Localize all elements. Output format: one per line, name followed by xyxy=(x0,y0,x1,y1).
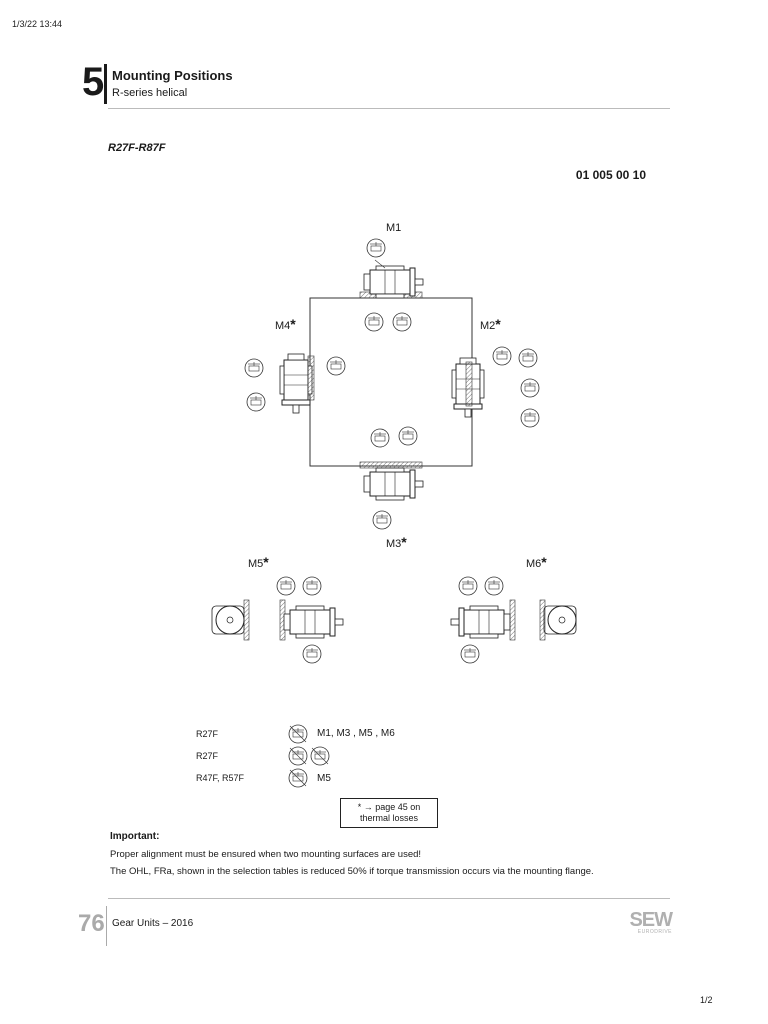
footer-divider xyxy=(108,898,670,899)
sew-logo-sub: EURODRIVE xyxy=(637,929,672,935)
page-number-bar xyxy=(106,906,107,946)
header-divider xyxy=(108,108,670,109)
page-number: 76 xyxy=(78,910,105,937)
legend-text-1: M1, M3 , M5 , M6 xyxy=(317,728,395,739)
position-label-m5: M5* xyxy=(248,554,269,570)
note-line-2: thermal losses xyxy=(359,813,419,823)
legend-model-3: R47F, R57F xyxy=(196,773,245,783)
important-heading: Important: xyxy=(110,831,160,842)
model-range: R27F-R87F xyxy=(108,142,166,154)
position-label-m4: M4* xyxy=(275,316,296,332)
legend-model-2: R27F xyxy=(196,751,219,761)
chapter-bar xyxy=(104,64,107,104)
legend-model-1: R27F xyxy=(196,729,219,739)
print-page-count: 1/2 xyxy=(700,995,713,1005)
position-label-m2: M2* xyxy=(480,316,501,332)
footer-text: Gear Units – 2016 xyxy=(112,918,194,929)
gear-m1 xyxy=(359,259,424,299)
page-title: Mounting Positions xyxy=(112,68,233,83)
note-line-1: * → page 45 on xyxy=(357,802,421,812)
legend-text-3: M5 xyxy=(317,773,331,784)
position-label-m6: M6* xyxy=(526,554,547,570)
position-label-m3: M3* xyxy=(386,534,407,550)
chapter-number: 5 xyxy=(82,60,105,104)
page-subtitle: R-series helical xyxy=(112,87,188,99)
sew-logo: SEW xyxy=(629,909,673,931)
drawing-code: 01 005 00 10 xyxy=(575,168,646,182)
position-label-m1: M1 xyxy=(386,222,402,234)
print-timestamp: 1/3/22 13:44 xyxy=(12,19,63,29)
thermal-note-box: * → page 45 on thermal losses xyxy=(340,798,438,828)
important-line-2: The OHL, FRa, shown in the selection tab… xyxy=(110,866,594,877)
important-line-1: Proper alignment must be ensured when tw… xyxy=(110,849,422,860)
